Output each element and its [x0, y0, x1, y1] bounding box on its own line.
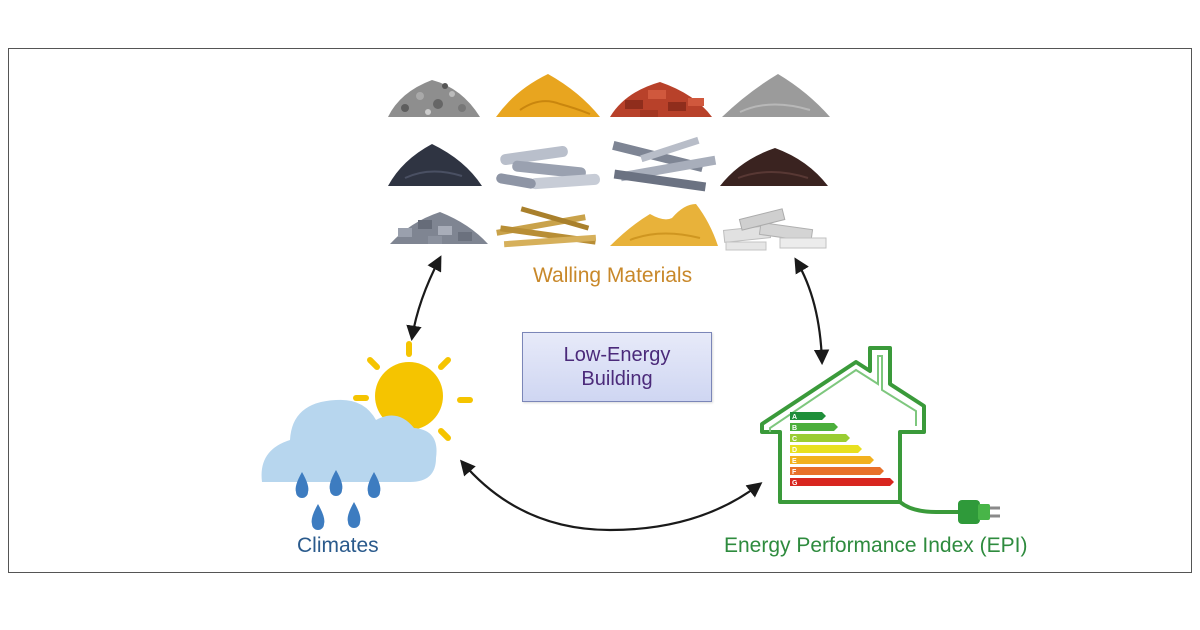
rain-drops-icon: [295, 470, 381, 530]
center-line-1: Low-Energy: [563, 344, 671, 366]
arrow-materials-epi: [794, 257, 830, 366]
cement-pile-icon: [722, 74, 830, 117]
plug-icon: [958, 500, 1000, 524]
rating-letter-g: G: [792, 480, 798, 487]
arrow-climates-epi: [460, 459, 763, 532]
center-line-2: Building: [581, 368, 653, 390]
rating-letter-a: A: [792, 414, 797, 421]
energy-house-icon: A B C D E F G: [760, 346, 1000, 524]
rating-letter-c: C: [792, 436, 797, 443]
rating-bar-d: [790, 445, 858, 453]
rating-letter-f: F: [792, 469, 797, 476]
rating-letter-b: B: [792, 425, 797, 432]
gravel-pile-icon: [388, 80, 480, 117]
soil-pile-icon: [720, 148, 828, 186]
diagram-frame: [8, 48, 1192, 573]
rating-letter-e: E: [792, 458, 797, 465]
sand-pile-icon: [496, 74, 600, 117]
sun-icon: [353, 341, 473, 441]
low-energy-building-box: Low-Energy Building: [522, 332, 712, 402]
power-cord: [898, 500, 960, 514]
rating-bar-f: [790, 467, 880, 475]
rating-bar-e: [790, 456, 870, 464]
rating-letter-d: D: [792, 447, 797, 454]
arrow-materials-climates: [406, 255, 442, 342]
rating-bar-g: [790, 478, 890, 486]
brick-pile-icon: [610, 82, 712, 117]
concrete-blocks-icon: [390, 212, 488, 244]
timber-planks-icon: [496, 206, 597, 248]
rating-bar-a: [790, 412, 822, 420]
rating-bar-c: [790, 434, 846, 442]
climates-label: Climates: [297, 534, 379, 557]
center-box-text: Low-Energy Building: [564, 343, 671, 391]
steel-pipes-icon: [496, 145, 600, 190]
epi-label: Energy Performance Index (EPI): [724, 534, 1028, 557]
walling-materials-label: Walling Materials: [533, 264, 693, 287]
energy-rating-bars: A B C D E F G: [790, 412, 894, 487]
steel-beams-icon: [612, 136, 717, 192]
cloud-icon: [261, 399, 437, 482]
coal-pile-icon: [388, 144, 482, 186]
sand-mound-icon: [610, 204, 718, 246]
sun-cloud-rain-icon: [261, 341, 473, 530]
rating-bar-b: [790, 423, 834, 431]
white-blocks-icon: [722, 208, 827, 251]
